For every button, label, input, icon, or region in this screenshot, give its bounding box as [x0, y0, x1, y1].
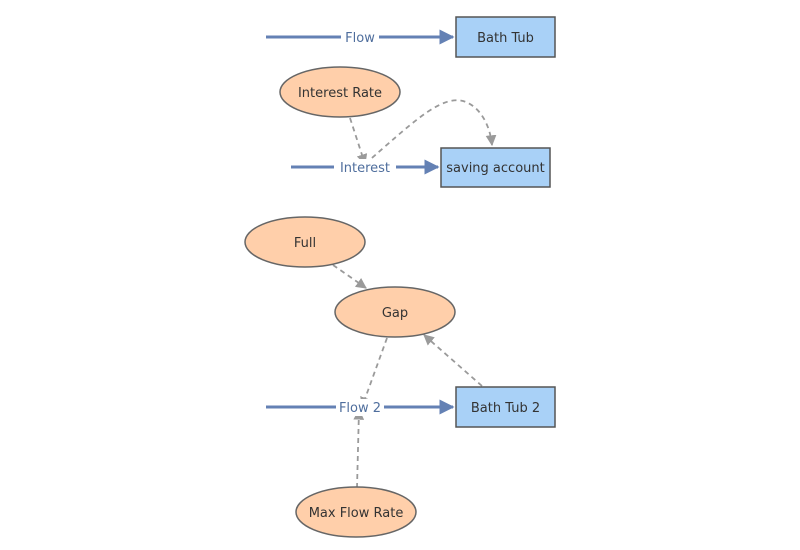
flow-label-bg — [336, 399, 384, 416]
flow-connector: Flow — [266, 29, 455, 46]
variable-interest-rate[interactable]: Interest Rate — [279, 66, 401, 118]
flow-label-flow[interactable]: Flow — [345, 31, 375, 46]
variable-gap[interactable]: Gap — [334, 286, 456, 338]
link-gap-to-flow-2[interactable] — [360, 337, 388, 409]
stock-saving-account[interactable]: saving account — [440, 147, 551, 188]
variable-max-flow-rate[interactable]: Max Flow Rate — [295, 486, 417, 538]
flow-connector: Flow 2 — [266, 399, 455, 416]
stock-label-bath-tub-2: Bath Tub 2 — [471, 401, 540, 416]
flow-label-bg — [341, 29, 379, 46]
link-interest-to-saving-account[interactable] — [364, 99, 497, 165]
variable-label-full: Full — [294, 236, 316, 251]
variable-full[interactable]: Full — [244, 216, 366, 268]
stock-bath-tub[interactable]: Bath Tub — [455, 16, 556, 58]
stock-box[interactable] — [455, 386, 556, 428]
flow-connector: Interest — [291, 159, 440, 176]
stock-box[interactable] — [455, 16, 556, 58]
link-bath-tub-2-to-gap[interactable] — [423, 334, 483, 387]
stock-label-saving-account: saving account — [446, 161, 544, 176]
stock-box[interactable] — [440, 147, 551, 188]
link-interest-rate-to-interest[interactable] — [349, 117, 368, 166]
variable-ellipse[interactable] — [279, 66, 401, 118]
flow-label-bg — [334, 159, 396, 176]
variable-ellipse[interactable] — [244, 216, 366, 268]
stock-label-bath-tub: Bath Tub — [477, 31, 534, 46]
variable-label-max-flow-rate: Max Flow Rate — [309, 506, 404, 521]
flow-label-flow-2[interactable]: Flow 2 — [339, 401, 381, 416]
variable-label-gap: Gap — [382, 306, 408, 321]
stock-bath-tub-2[interactable]: Bath Tub 2 — [455, 386, 556, 428]
variable-ellipse[interactable] — [295, 486, 417, 538]
link-full-to-gap[interactable] — [332, 264, 367, 289]
link-max-flow-rate-to-flow-2[interactable] — [353, 408, 365, 489]
variable-label-interest-rate: Interest Rate — [298, 86, 382, 101]
flow-label-interest[interactable]: Interest — [340, 161, 390, 176]
variable-ellipse[interactable] — [334, 286, 456, 338]
